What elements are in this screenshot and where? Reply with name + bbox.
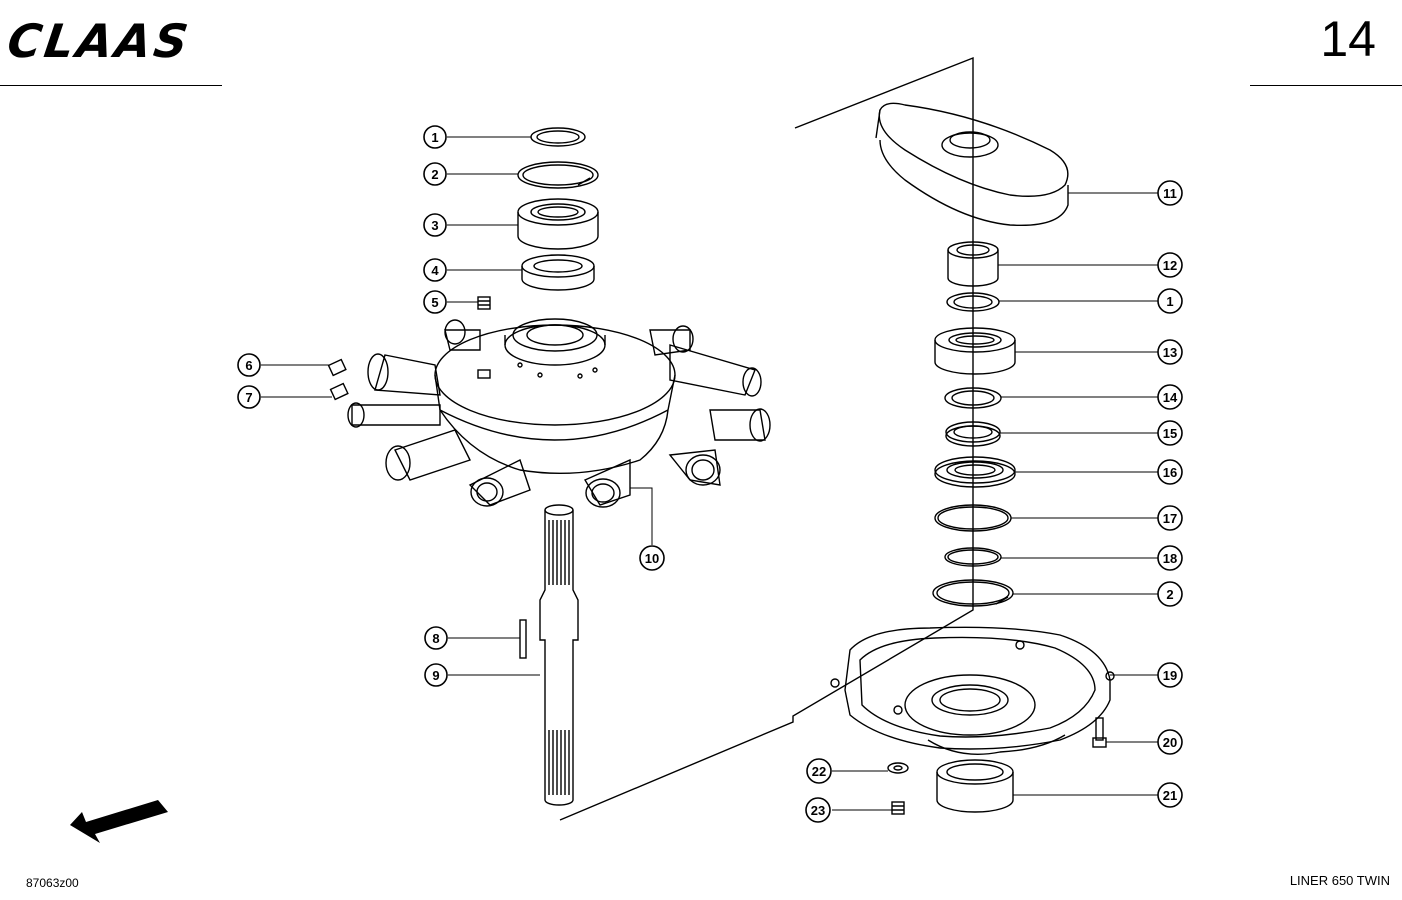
part-6-screw — [327, 358, 347, 377]
callout-10: 10 — [639, 545, 665, 571]
callout-19: 19 — [1157, 662, 1183, 688]
header-rule-left — [0, 85, 222, 86]
part-16-seal — [934, 456, 1016, 488]
part-2-circlip-right — [932, 579, 1014, 607]
callout-9: 9 — [424, 663, 448, 687]
part-14-ring — [944, 387, 1002, 409]
part-12-bush — [947, 241, 999, 287]
callout-label: 12 — [1163, 258, 1177, 273]
part-4-sleeve — [521, 254, 595, 291]
part-7-screw — [329, 382, 349, 401]
callout-21: 21 — [1157, 782, 1183, 808]
callout-15: 15 — [1157, 420, 1183, 446]
part-18-ring — [944, 547, 1002, 567]
part-1-ring-right — [946, 292, 1000, 312]
section-plane-outline — [559, 56, 974, 821]
part-1-ring — [530, 127, 586, 147]
callout-label: 1 — [1166, 294, 1173, 309]
callout-label: 2 — [431, 167, 438, 182]
part-5-grub-screw — [477, 296, 491, 310]
callout-label: 18 — [1163, 551, 1177, 566]
callout-label: 9 — [432, 668, 439, 683]
callout-label: 4 — [431, 263, 439, 278]
part-19-housing — [830, 626, 1115, 755]
callout-label: 3 — [431, 218, 438, 233]
part-11-cam-pulley — [875, 102, 1069, 227]
header-rule-right — [1250, 85, 1402, 86]
page-number: 14 — [1320, 11, 1376, 67]
machine-model: LINER 650 TWIN — [1289, 873, 1390, 888]
callout-11: 11 — [1157, 180, 1183, 206]
callout-2: 2 — [423, 162, 447, 186]
callout-label: 20 — [1163, 735, 1177, 750]
callout-label: 7 — [245, 390, 252, 405]
callout-20: 20 — [1157, 729, 1183, 755]
leader-lines — [261, 136, 1158, 811]
callout-3: 3 — [423, 213, 447, 237]
direction-arrow-icon — [70, 800, 168, 843]
part-13-bearing — [934, 327, 1016, 375]
callout-17: 17 — [1157, 505, 1183, 531]
callout-22: 22 — [806, 758, 832, 784]
callout-14: 14 — [1157, 384, 1183, 410]
callout-4: 4 — [423, 258, 447, 282]
callout-label: 13 — [1163, 345, 1177, 360]
part-22-washer — [887, 762, 909, 774]
callout-7: 7 — [237, 385, 261, 409]
callout-label: 11 — [1163, 186, 1177, 201]
callout-label: 14 — [1163, 390, 1178, 405]
callout-label: 21 — [1163, 788, 1177, 803]
callout-6: 6 — [237, 353, 261, 377]
callout-8: 8 — [424, 626, 448, 650]
part-8-pin — [519, 619, 527, 659]
part-2-circlip — [517, 161, 599, 189]
callout-1-right: 1 — [1157, 288, 1183, 314]
callout-13: 13 — [1157, 339, 1183, 365]
callout-group: 1 2 3 4 5 6 7 8 9 10 11 12 1 13 14 15 16… — [237, 125, 1183, 823]
callout-label: 16 — [1163, 465, 1177, 480]
part-20-bolt — [1092, 717, 1107, 748]
drawing-code: 87063z00 — [26, 876, 79, 890]
part-10-rotor-hub — [347, 318, 771, 508]
part-23-grub-screw — [891, 801, 905, 815]
callout-16: 16 — [1157, 459, 1183, 485]
callout-2-right: 2 — [1157, 581, 1183, 607]
callout-12: 12 — [1157, 252, 1183, 278]
callout-label: 1 — [431, 130, 438, 145]
callout-label: 23 — [811, 803, 825, 818]
callout-1: 1 — [423, 125, 447, 149]
part-3-bearing — [517, 198, 599, 250]
callout-5: 5 — [423, 290, 447, 314]
callout-label: 8 — [432, 631, 439, 646]
callout-18: 18 — [1157, 545, 1183, 571]
callout-label: 19 — [1163, 668, 1177, 683]
callout-label: 6 — [245, 358, 252, 373]
callout-label: 5 — [431, 295, 438, 310]
callout-label: 17 — [1163, 511, 1177, 526]
part-21-sleeve — [936, 759, 1014, 813]
callout-label: 15 — [1163, 426, 1177, 441]
callout-23: 23 — [805, 797, 831, 823]
callout-label: 22 — [812, 764, 826, 779]
part-15-seal — [945, 421, 1001, 447]
callout-label: 10 — [645, 551, 659, 566]
part-9-shaft — [539, 504, 579, 806]
callout-label: 2 — [1166, 587, 1173, 602]
